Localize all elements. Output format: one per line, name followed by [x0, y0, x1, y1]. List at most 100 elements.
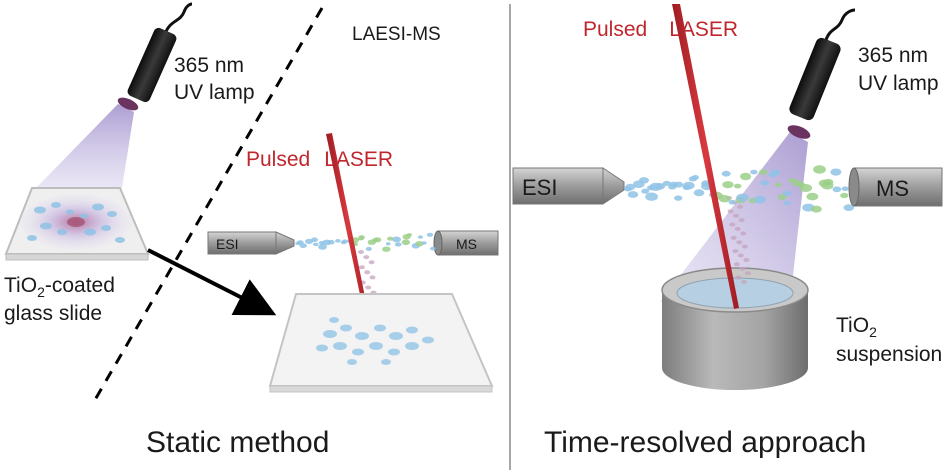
droplet: [811, 205, 822, 213]
ms-label: MS: [456, 236, 477, 252]
plume-particle: [744, 271, 751, 276]
ablation-plume: [726, 196, 751, 284]
droplet: [662, 180, 671, 186]
droplet: [759, 169, 768, 175]
droplet: [728, 199, 736, 205]
plume-particle: [738, 218, 745, 223]
droplet: [358, 235, 365, 240]
droplet: [806, 192, 819, 201]
ms-inlet-icon: [433, 230, 499, 256]
uv-lamp-icon: [787, 8, 856, 139]
droplet: [641, 188, 650, 194]
droplet: [832, 186, 842, 193]
plume-particle: [358, 250, 364, 254]
droplet: [382, 246, 391, 252]
suspension-label-line1: TiO2: [836, 314, 877, 340]
slide-label-line2: glass slide: [4, 302, 102, 325]
droplet: [736, 193, 749, 202]
lamp-label-line2: UV lamp: [858, 72, 939, 95]
plume-particle: [365, 285, 372, 290]
suspension-label-line2: suspension: [836, 343, 942, 366]
ms-label: MS: [876, 176, 909, 201]
uv-lamp-icon: [117, 2, 193, 111]
droplet: [639, 177, 649, 184]
slide-droplets: [27, 202, 125, 243]
slide-label-line1: TiO2-coated: [4, 274, 115, 300]
droplet: [830, 168, 842, 176]
droplet: [674, 181, 684, 188]
plume-particle: [729, 222, 736, 227]
droplet: [760, 180, 769, 186]
left-panel: 365 nm UV lamp TiO2-coated glass slide L…: [4, 2, 499, 459]
droplet: [406, 233, 413, 237]
glass-slide-icon: [4, 187, 150, 261]
droplet: [750, 169, 758, 175]
droplet: [335, 239, 341, 243]
plume-particle: [736, 240, 743, 245]
droplet: [311, 237, 318, 242]
droplet: [318, 244, 327, 250]
droplet: [770, 169, 781, 176]
droplet: [327, 239, 335, 245]
droplet: [840, 192, 849, 199]
plume-particle: [740, 231, 747, 236]
esi-label: ESI: [522, 175, 557, 200]
droplet: [691, 175, 700, 180]
droplet: [799, 184, 812, 192]
droplet: [733, 183, 742, 189]
droplet: [841, 186, 849, 191]
droplet: [783, 190, 792, 197]
droplet: [722, 181, 734, 189]
plume-particle: [737, 204, 744, 209]
laser-beam: [672, 4, 739, 309]
droplet: [843, 204, 855, 212]
droplet: [813, 165, 826, 174]
droplet: [740, 172, 752, 181]
droplet: [777, 194, 787, 201]
lamp-label-line1: 365 nm: [174, 54, 244, 77]
droplet: [421, 241, 427, 245]
plume-particle: [358, 265, 365, 270]
esi-needle-icon: [512, 167, 625, 205]
droplet: [627, 191, 639, 198]
droplet: [625, 183, 636, 191]
droplet: [783, 200, 791, 206]
caption-static: Static method: [146, 426, 329, 459]
droplet: [401, 239, 411, 246]
plume-particle: [735, 275, 742, 280]
droplet: [387, 236, 394, 241]
plume-particle: [363, 255, 370, 260]
plume-particle: [733, 213, 740, 218]
droplet: [430, 246, 436, 251]
plume-particle: [369, 275, 376, 280]
droplet: [721, 170, 731, 177]
plume-particle: [737, 253, 744, 258]
droplet: [342, 239, 348, 243]
arrow-icon: [147, 248, 277, 316]
plume-particle: [364, 270, 371, 275]
esi-droplet-stream: [624, 165, 855, 213]
droplet: [417, 235, 423, 239]
plume-particle: [733, 262, 740, 267]
sample-slide-icon: [268, 293, 494, 393]
droplet: [365, 246, 372, 251]
droplet: [823, 178, 834, 186]
droplet: [385, 242, 391, 246]
ms-inlet-icon: [848, 167, 943, 207]
technique-label: LAESI-MS: [352, 24, 441, 45]
esi-label: ESI: [216, 236, 239, 252]
plume-particle: [743, 257, 750, 262]
plume-particle: [730, 235, 737, 240]
droplet: [683, 181, 695, 190]
droplet: [654, 183, 666, 190]
lamp-label-line2: UV lamp: [174, 81, 255, 104]
droplet: [674, 195, 683, 201]
droplet: [415, 241, 424, 247]
droplet: [394, 242, 402, 247]
plume-particle: [727, 209, 734, 214]
plume-particle: [732, 249, 739, 254]
droplet: [392, 236, 401, 243]
dashed-divider: [90, 7, 324, 406]
esi-droplet-stream: [295, 232, 436, 252]
